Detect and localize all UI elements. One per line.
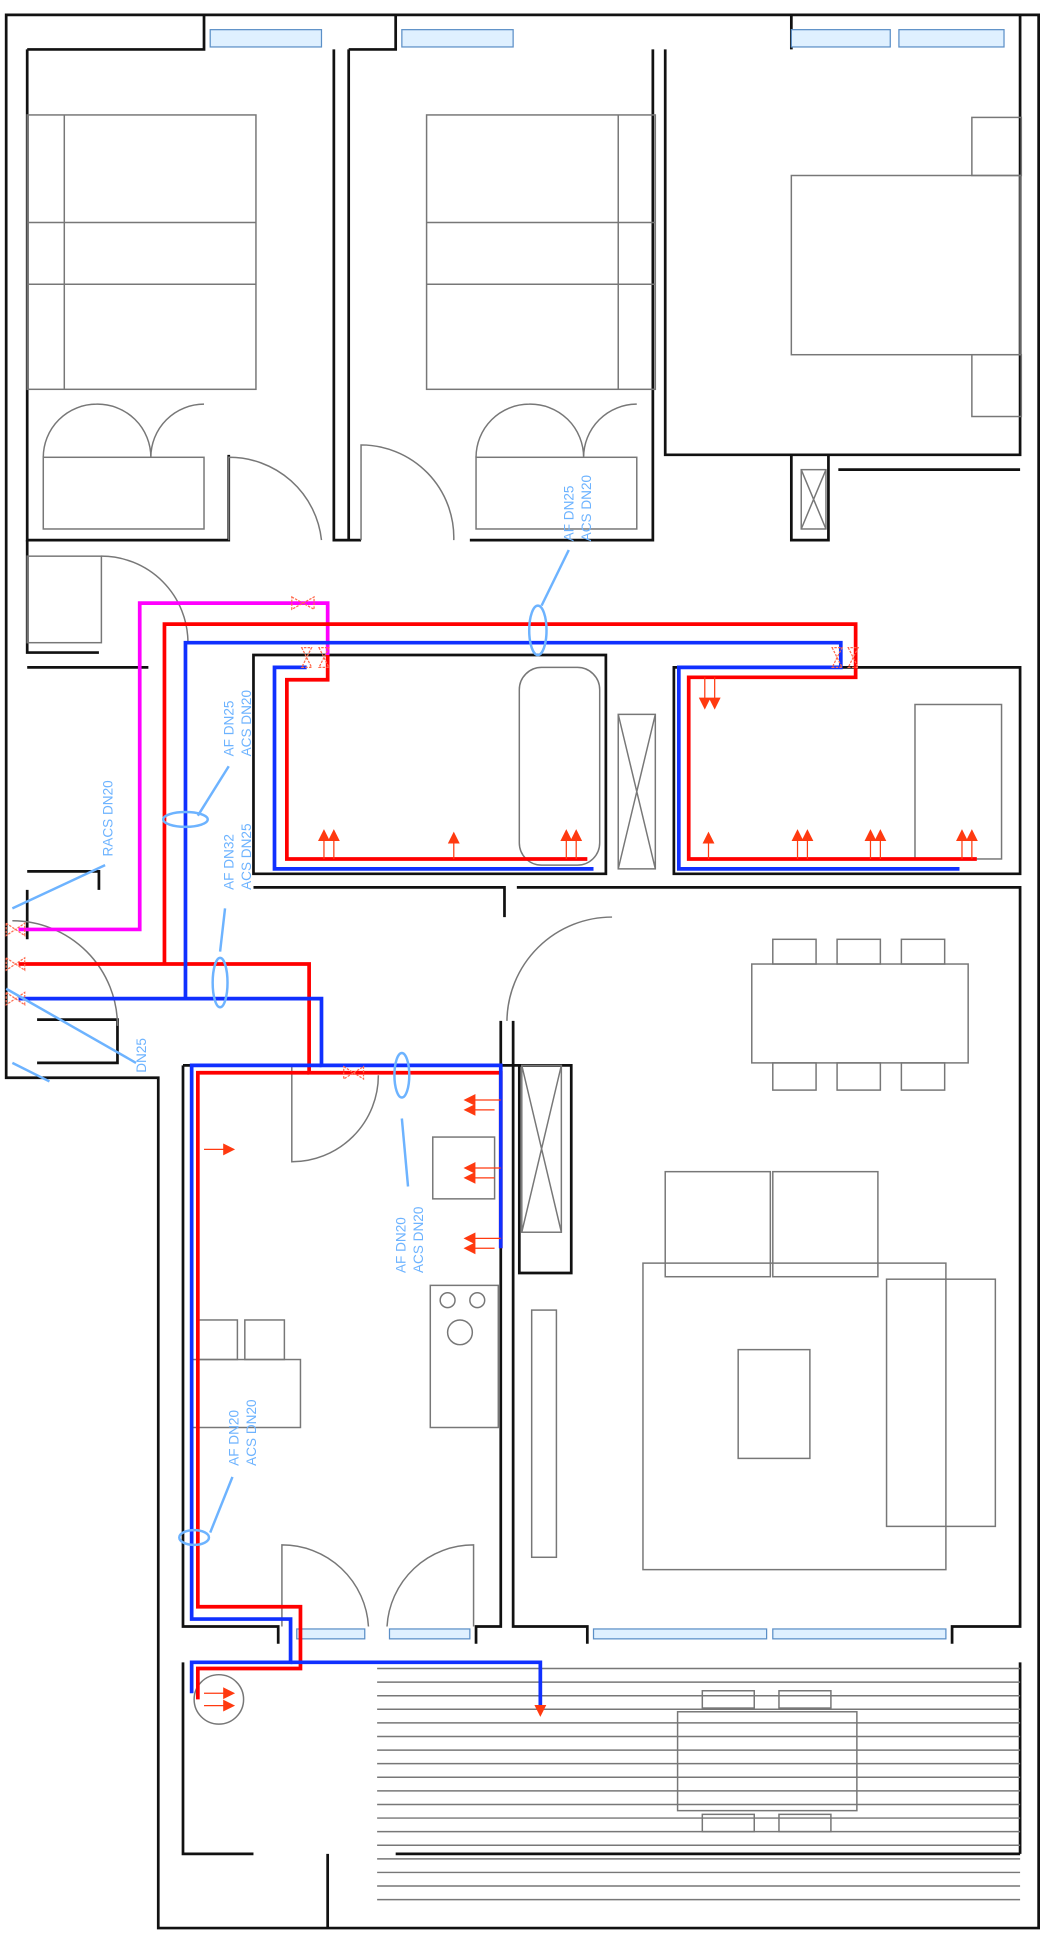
label-hall-acs: ACS DN20	[239, 690, 254, 757]
cold-water-pipes	[18, 640, 960, 1706]
label-main-af: AF DN32	[222, 834, 237, 890]
label-kitchen-branch-acs: ACS DN20	[411, 1206, 426, 1273]
hot-water-return-pipe	[18, 601, 330, 932]
label-hall-af: AF DN25	[222, 701, 237, 757]
label-corridor-af: AF DN25	[562, 486, 577, 542]
label-main-acs: ACS DN25	[239, 823, 254, 889]
label-corridor-acs: ACS DN20	[579, 474, 594, 541]
hot-water-pipes	[18, 622, 977, 1700]
fixture-tap-icons	[204, 677, 978, 1717]
label-entry-dn: DN25	[134, 1038, 149, 1073]
furniture	[12, 114, 1023, 1833]
pipe-size-labels: AF DN25 ACS DN20 AF DN25 ACS DN20 RACS D…	[101, 474, 595, 1465]
terrace-decking	[377, 1667, 1021, 1901]
label-kitchen-riser-af: AF DN20	[227, 1410, 242, 1466]
label-return-racs: RACS DN20	[101, 780, 116, 857]
windows	[209, 29, 1005, 1640]
building-walls	[4, 13, 1040, 1930]
valve-icons	[5, 595, 860, 1081]
label-kitchen-riser-acs: ACS DN20	[244, 1399, 259, 1466]
annotation-leaders	[5, 549, 570, 1547]
label-kitchen-branch-af: AF DN20	[394, 1217, 409, 1273]
